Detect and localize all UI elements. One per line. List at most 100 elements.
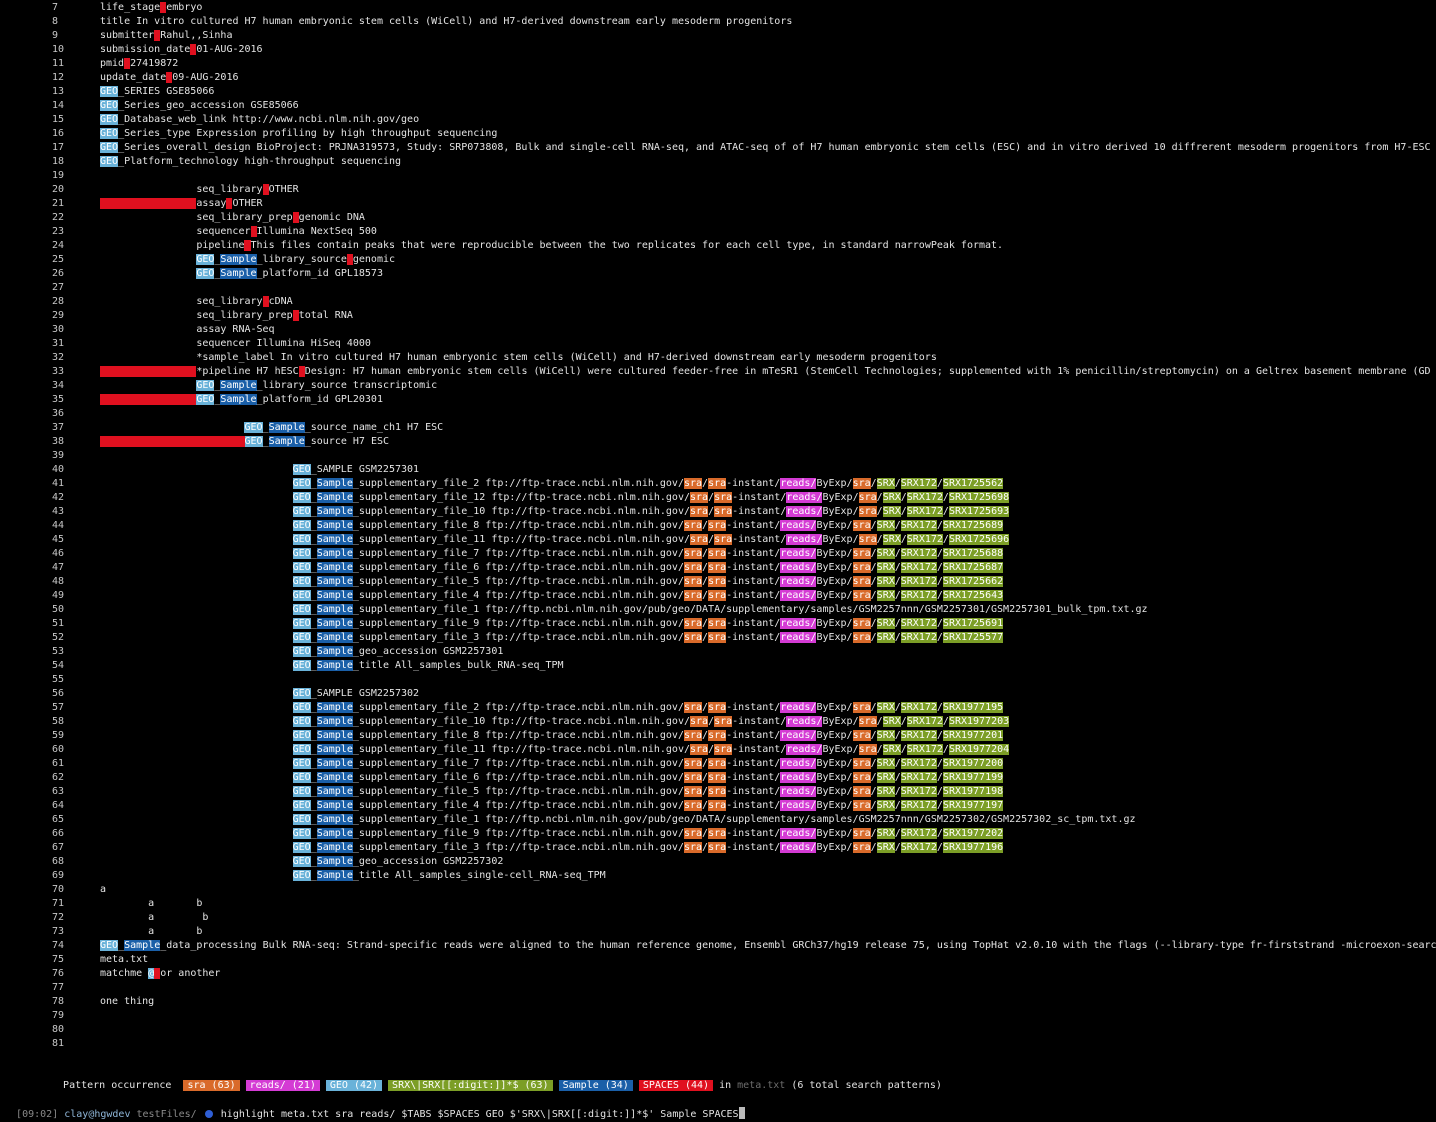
highlight-sample: Sample (316, 604, 353, 615)
highlight-srx: SRX1725693 (948, 506, 1010, 517)
text-line: 27 (0, 281, 1436, 295)
text-segment: / (702, 520, 709, 531)
text-segment: _supplementary_file_2 ftp://ftp-trace.nc… (352, 702, 684, 713)
line-number: 53 (52, 646, 65, 657)
line-number: 28 (52, 296, 65, 307)
text-segment: -instant/ (726, 730, 781, 741)
text-line: 21 assay OTHER (0, 197, 1436, 211)
highlight-reads: reads/ (780, 800, 817, 811)
highlight-sra: sra (683, 758, 703, 769)
line-number: 76 (52, 968, 65, 979)
line-number: 48 (52, 576, 65, 587)
text-segment: / (876, 492, 883, 503)
line-number: 80 (52, 1024, 65, 1035)
highlight-sra: sra (683, 828, 703, 839)
text-segment: -instant/ (732, 506, 787, 517)
highlight-geo: GEO (196, 394, 215, 405)
text-segment: _ (310, 856, 317, 867)
text-segment: one thing (100, 996, 155, 1007)
line-number: 70 (52, 884, 65, 895)
shell-prompt[interactable]: [09:02] clay@hgwdev testFiles/ highlight… (4, 1093, 745, 1120)
text-segment: / (894, 828, 901, 839)
highlight-sample: Sample (316, 772, 353, 783)
text-segment: / (900, 716, 907, 727)
highlight-reads: reads/ (780, 786, 817, 797)
highlight-srx: SRX1725698 (948, 492, 1010, 503)
text-segment: _ (310, 576, 317, 587)
highlight-srx: SRX (876, 520, 895, 531)
text-segment: / (936, 548, 943, 559)
line-text: GEO_Sample_supplementary_file_12 ftp://f… (292, 491, 1010, 505)
text-segment: seq_library (196, 296, 263, 307)
text-segment: _ (310, 492, 317, 503)
highlight-srx: SRX1725643 (942, 590, 1004, 601)
text-segment: / (876, 716, 883, 727)
pattern-chip: SPACES (44) (638, 1080, 714, 1091)
text-segment: _supplementary_file_5 ftp://ftp-trace.nc… (352, 786, 684, 797)
text-line: 81 (0, 1037, 1436, 1051)
highlight-srx: SRX172 (906, 534, 943, 545)
line-text: GEO_Sample_library_source transcriptomic (196, 379, 437, 393)
text-segment: / (870, 828, 877, 839)
highlight-geo: GEO (292, 856, 311, 867)
highlight-sra: sra (683, 842, 703, 853)
highlight-sra: sra (852, 842, 871, 853)
line-text: pipeline This files contain peaks that w… (196, 239, 1003, 253)
text-line: 32*sample_label In vitro cultured H7 hum… (0, 351, 1436, 365)
text-segment: ByExp/ (816, 576, 853, 587)
text-segment: _ (310, 814, 317, 825)
highlight-sra: sra (683, 786, 703, 797)
line-number: 27 (52, 282, 65, 293)
highlight-sra: sra (683, 632, 703, 643)
highlight-sra: sra (708, 520, 727, 531)
text-segment: seq_library (196, 184, 263, 195)
text-segment: -instant/ (726, 478, 781, 489)
text-segment: -instant/ (726, 772, 781, 783)
line-text: seq_library_prep total RNA (196, 309, 353, 323)
text-segment: ByExp/ (822, 506, 859, 517)
highlight-sra: sra (690, 716, 709, 727)
highlight-sp (250, 226, 257, 237)
highlight-reads: reads/ (780, 758, 817, 769)
text-segment: / (936, 730, 943, 741)
highlight-sra: sra (714, 492, 733, 503)
text-segment: ByExp/ (816, 520, 853, 531)
text-segment: embryo (166, 2, 203, 13)
text-segment: _ (310, 590, 317, 601)
text-segment: / (870, 702, 877, 713)
text-segment: ByExp/ (822, 492, 859, 503)
text-segment: / (894, 842, 901, 853)
highlight-srx: SRX (876, 786, 895, 797)
text-segment: a b (148, 898, 203, 909)
prompt-directory: testFiles/ (136, 1109, 197, 1120)
highlight-srx: SRX172 (900, 828, 937, 839)
text-segment: / (894, 618, 901, 629)
text-segment: / (936, 702, 943, 713)
command-input[interactable]: highlight meta.txt sra reads/ $TABS $SPA… (220, 1109, 739, 1120)
text-segment: _ (310, 800, 317, 811)
highlight-srx: SRX172 (900, 786, 937, 797)
highlight-sra: sra (708, 632, 727, 643)
highlight-sp (346, 254, 353, 265)
line-number: 64 (52, 800, 65, 811)
highlight-reads: reads/ (780, 828, 817, 839)
highlight-sra: sra (852, 800, 871, 811)
text-segment: Illumina NextSeq 500 (256, 226, 377, 237)
text-segment: ByExp/ (816, 842, 853, 853)
text-segment: ByExp/ (816, 548, 853, 559)
highlight-sra: sra (852, 758, 871, 769)
text-segment: _Platform_technology high-throughput seq… (118, 156, 402, 167)
highlight-sra: sra (858, 492, 877, 503)
highlight-srx: SRX172 (900, 590, 937, 601)
text-segment: / (936, 478, 943, 489)
highlight-srx: SRX (876, 842, 895, 853)
highlight-geo: GEO (100, 142, 119, 153)
